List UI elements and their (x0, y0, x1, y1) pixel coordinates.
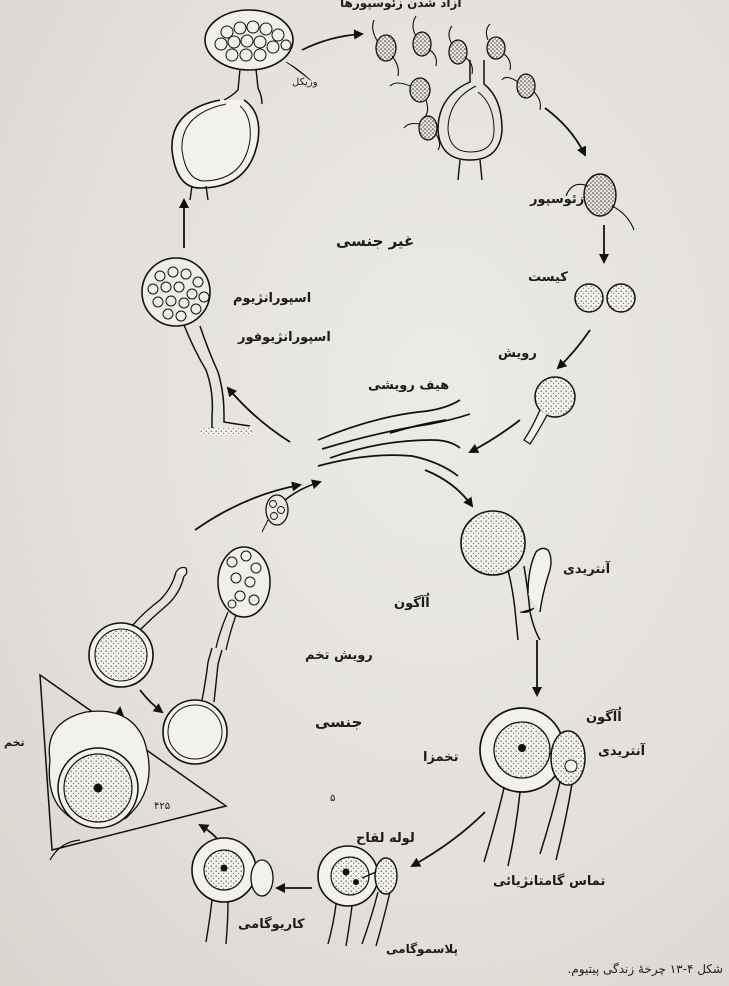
vesicle-stage (172, 10, 310, 200)
hyphae (318, 400, 470, 476)
egg-sporangium-stage (163, 495, 288, 764)
label-asexual: غیر جنسی (336, 232, 414, 250)
label-sexual: جنسی (315, 713, 362, 731)
label-plasmogamy: پلاسموگامی (386, 942, 458, 956)
figure-caption: شکل ۴-۱۳ چرخهٔ زندگی پیتیوم. (568, 962, 723, 976)
label-karyogamy: کاریوگامی (238, 917, 305, 932)
label-dot-mark: ۵ (330, 793, 335, 804)
plasmogamy-stage (318, 846, 397, 946)
label-germination: رویش (498, 346, 537, 361)
label-zoospore: زئوسپور (530, 192, 584, 207)
arrow-cyst-to-germination (558, 330, 590, 368)
label-egg-germination: رویش تخم (305, 648, 373, 663)
label-egg: تخم (4, 736, 25, 749)
egg-germ-tube-stage (89, 568, 187, 688)
label-germinating-hypha: هیف رویشی (368, 378, 449, 393)
label-oogonium: اُآگون (586, 710, 622, 725)
oogonium-initial-stage (461, 511, 551, 640)
label-oosphere: تخمزا (423, 750, 459, 765)
label-antheridium: آنتریدی (598, 744, 645, 759)
gametangial-contact-stage (480, 708, 585, 866)
label-sporangiophore: اسپورانژیوفور (238, 330, 331, 345)
label-zoospore-release: آزاد شدن زئوسپورها (340, 0, 462, 10)
label-oogonium-initial: اُآگون (394, 596, 430, 611)
label-gametangial-contact: تماس گامتانژیائی (493, 874, 605, 889)
zoospore-release-stage (373, 16, 541, 180)
cyst-stage (575, 284, 635, 312)
label-vesicle: وزیکل (292, 77, 318, 88)
arrow-egg-to-germination (140, 690, 162, 712)
label-cyst: کیست (528, 270, 568, 285)
arrow-zoospores-to-zoospore (545, 108, 585, 155)
arrow-vesicle-to-zoospores (302, 34, 362, 50)
sporangium-stage (142, 258, 252, 436)
arrow-germination-to-hypha (470, 420, 520, 452)
arrow-contact-to-plasmogamy (412, 812, 485, 866)
germinating-cyst-stage (524, 377, 575, 444)
arrow-hypha-to-oogonium (425, 470, 472, 506)
label-sporangium: اسپورانژیوم (233, 291, 311, 306)
label-fertilization-tube: لوله لقاح (356, 831, 415, 846)
arrow-eggsporangium-release (285, 482, 320, 500)
label-magnification: ۴۲۵ (154, 801, 170, 812)
label-antheridium-initial: آنتریدی (563, 562, 610, 577)
